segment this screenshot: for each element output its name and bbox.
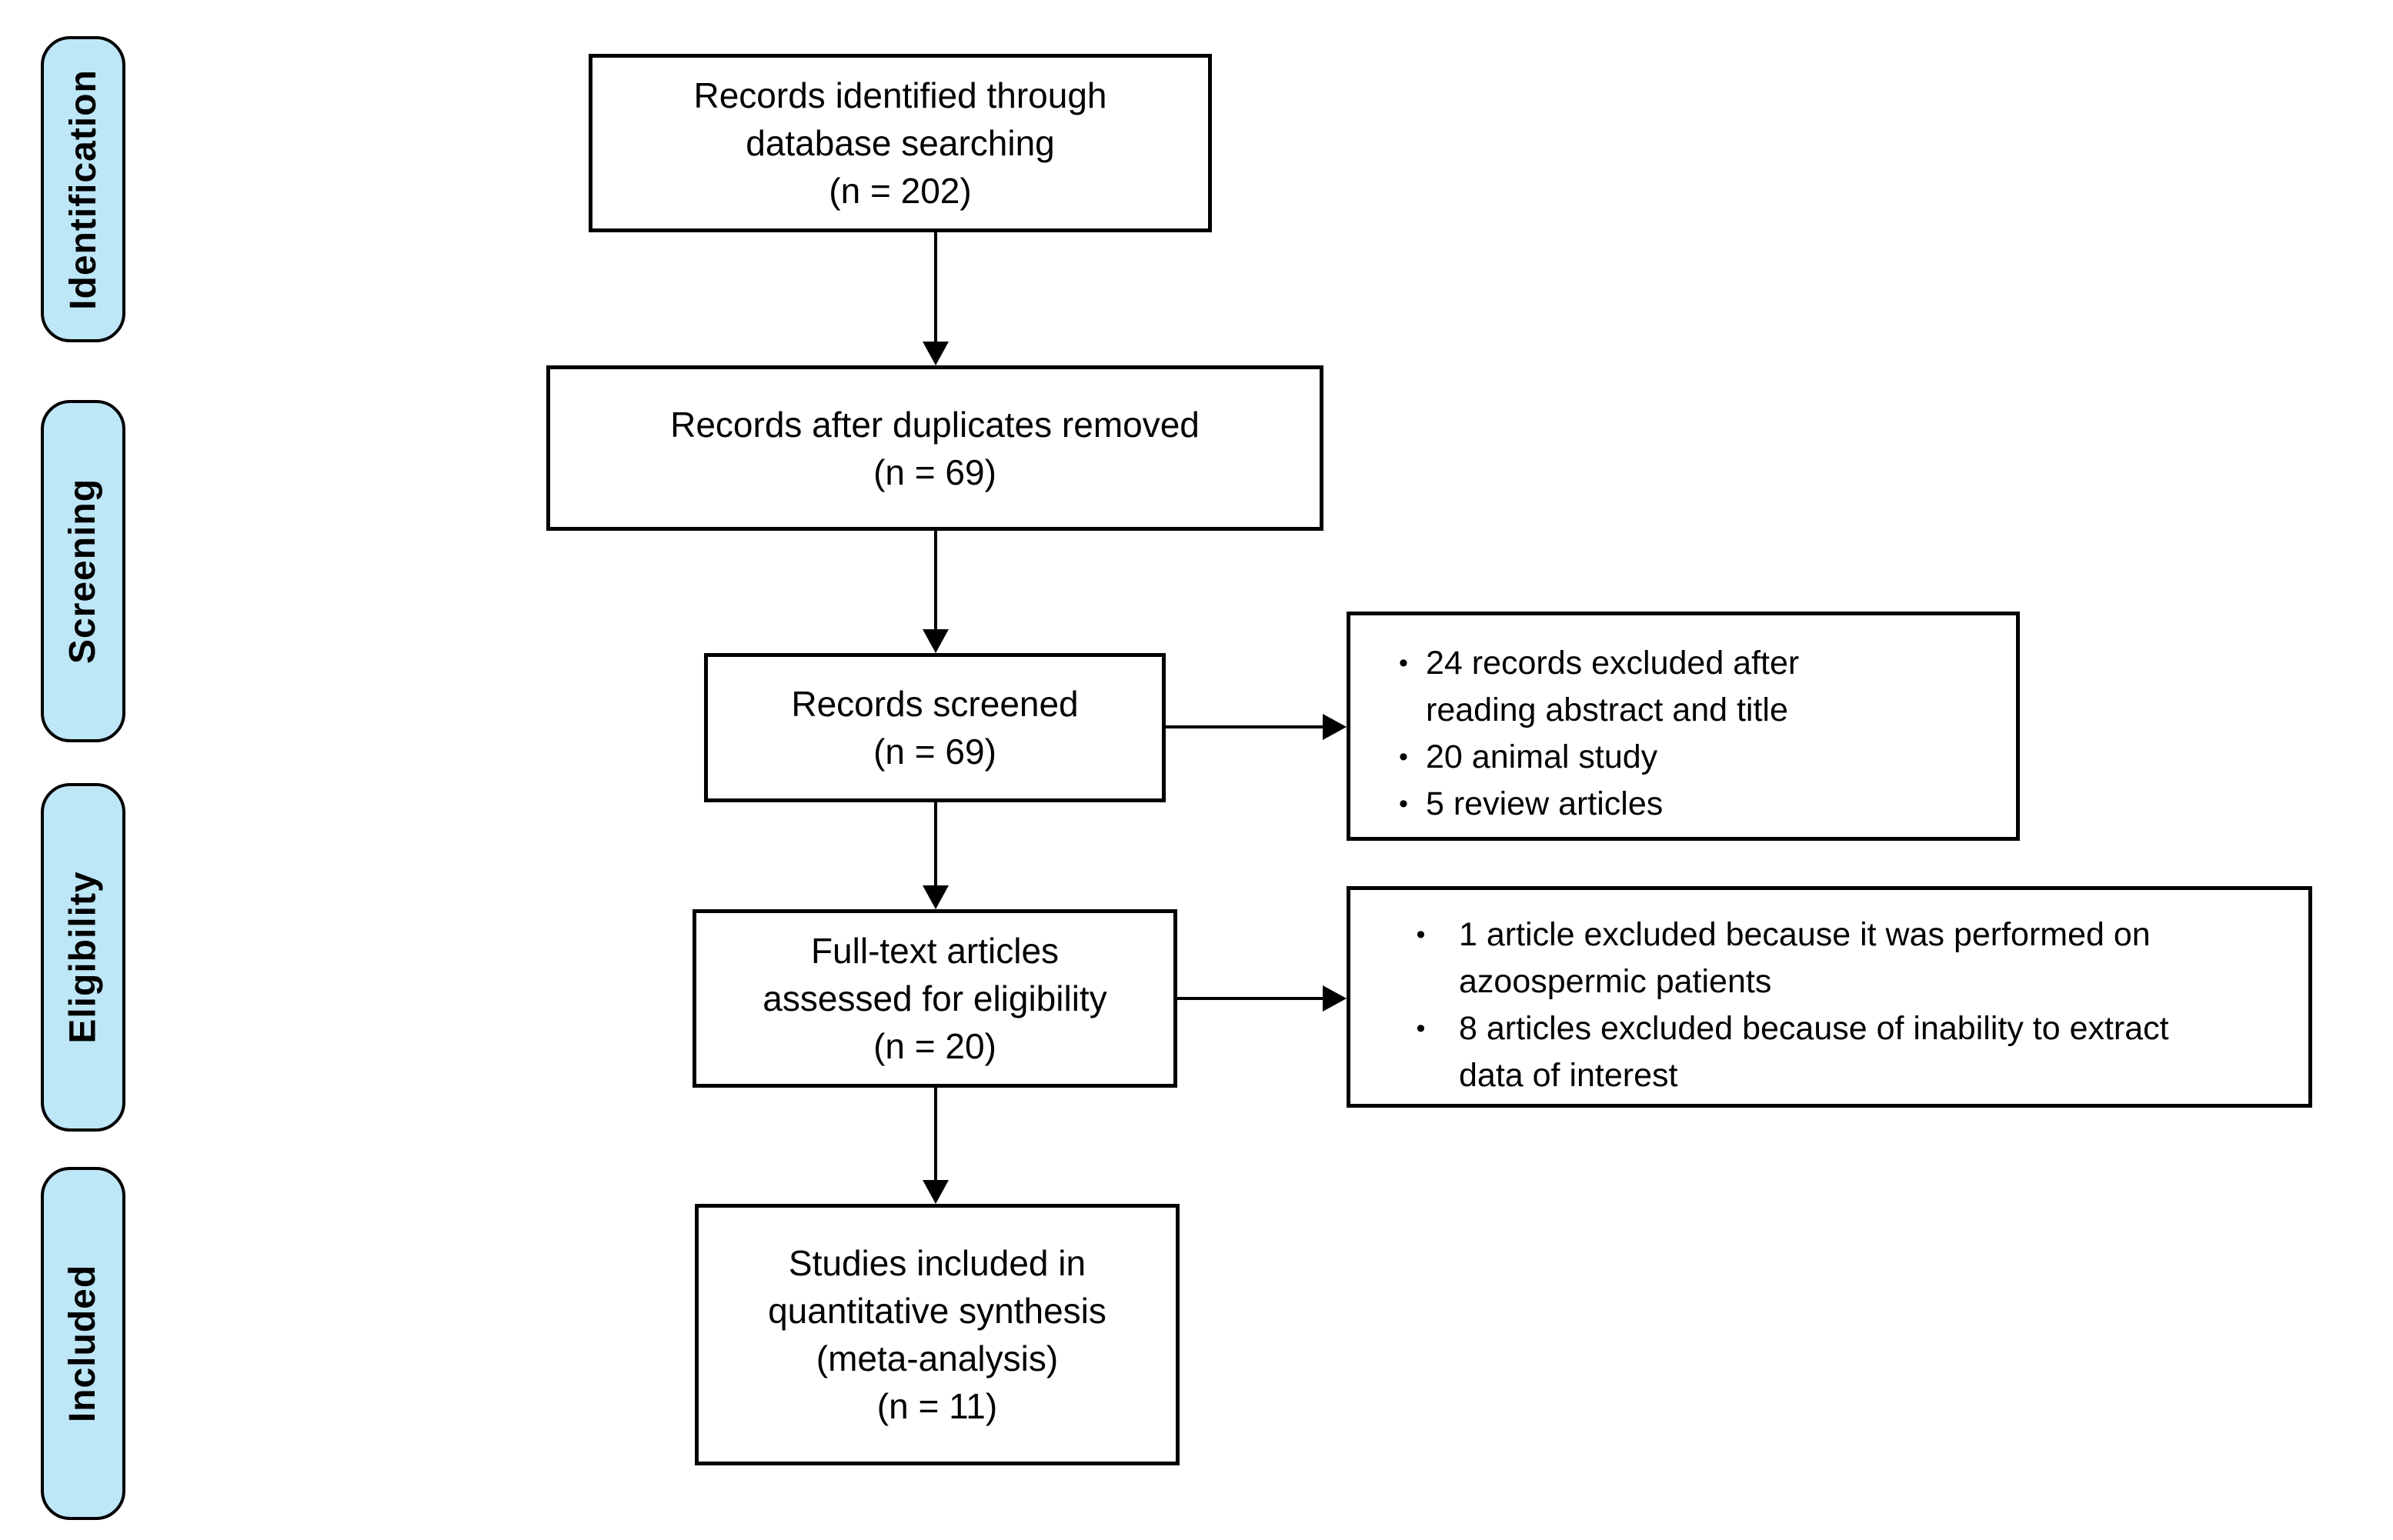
bullet-icon: • bbox=[1399, 789, 1408, 818]
arrow-duplicates-to-screened-line bbox=[934, 531, 937, 629]
stage-included-label: Included bbox=[62, 1264, 104, 1423]
box-fulltext-assessed-text: Full-text articles assessed for eligibil… bbox=[763, 931, 1107, 1066]
stage-screening: Screening bbox=[41, 400, 125, 742]
stage-identification-label: Identification bbox=[62, 68, 104, 310]
eligibility-exclusion-text: 8 articles excluded because of inability… bbox=[1459, 1010, 2169, 1094]
arrow-identified-to-duplicates-head bbox=[923, 342, 949, 365]
screening-exclusion-item: • 5 review articles bbox=[1381, 781, 2001, 828]
eligibility-exclusion-item: • 1 article excluded because it was perf… bbox=[1383, 912, 2293, 1005]
screening-exclusion-item: • 24 records excluded after reading abst… bbox=[1381, 640, 2001, 734]
screening-exclusion-item: • 20 animal study bbox=[1381, 734, 2001, 781]
box-fulltext-assessed: Full-text articles assessed for eligibil… bbox=[693, 909, 1177, 1088]
screening-exclusion-text: 20 animal study bbox=[1426, 738, 1658, 775]
arrow-fulltext-to-exclusions-line bbox=[1176, 997, 1324, 1000]
arrow-screened-to-fulltext-head bbox=[923, 885, 949, 909]
box-duplicates-removed: Records after duplicates removed (n = 69… bbox=[546, 365, 1323, 531]
arrow-duplicates-to-screened-head bbox=[923, 629, 949, 653]
box-records-identified-text: Records identified through database sear… bbox=[693, 75, 1107, 211]
arrow-fulltext-to-included-head bbox=[923, 1180, 949, 1204]
bullet-icon: • bbox=[1399, 742, 1408, 772]
stage-included: Included bbox=[41, 1167, 125, 1520]
stage-eligibility-label: Eligibility bbox=[62, 871, 104, 1044]
arrow-screened-to-exclusions-line bbox=[1164, 725, 1324, 728]
bullet-icon: • bbox=[1416, 920, 1426, 949]
arrow-screened-to-exclusions-head bbox=[1323, 714, 1347, 740]
screening-exclusion-text: 24 records excluded after reading abstra… bbox=[1426, 645, 1800, 728]
arrow-fulltext-to-included-line bbox=[934, 1088, 937, 1180]
bullet-icon: • bbox=[1399, 648, 1408, 678]
arrow-fulltext-to-exclusions-head bbox=[1323, 985, 1347, 1012]
box-duplicates-removed-text: Records after duplicates removed (n = 69… bbox=[670, 404, 1200, 492]
box-eligibility-exclusions: • 1 article excluded because it was perf… bbox=[1347, 886, 2312, 1108]
arrow-identified-to-duplicates-line bbox=[934, 232, 937, 345]
stage-eligibility: Eligibility bbox=[41, 783, 125, 1132]
box-records-identified: Records identified through database sear… bbox=[589, 54, 1212, 232]
box-studies-included-text: Studies included in quantitative synthes… bbox=[768, 1243, 1106, 1426]
screening-exclusion-text: 5 review articles bbox=[1426, 785, 1664, 822]
box-studies-included: Studies included in quantitative synthes… bbox=[695, 1204, 1180, 1465]
eligibility-exclusion-text: 1 article excluded because it was perfor… bbox=[1459, 916, 2151, 1000]
box-screening-exclusions: • 24 records excluded after reading abst… bbox=[1347, 612, 2020, 841]
box-records-screened-text: Records screened (n = 69) bbox=[791, 684, 1079, 772]
box-records-screened: Records screened (n = 69) bbox=[704, 653, 1166, 802]
bullet-icon: • bbox=[1416, 1014, 1426, 1043]
eligibility-exclusion-item: • 8 articles excluded because of inabili… bbox=[1383, 1005, 2293, 1099]
arrow-screened-to-fulltext-line bbox=[934, 802, 937, 885]
stage-screening-label: Screening bbox=[62, 478, 104, 665]
stage-identification: Identification bbox=[41, 36, 125, 342]
